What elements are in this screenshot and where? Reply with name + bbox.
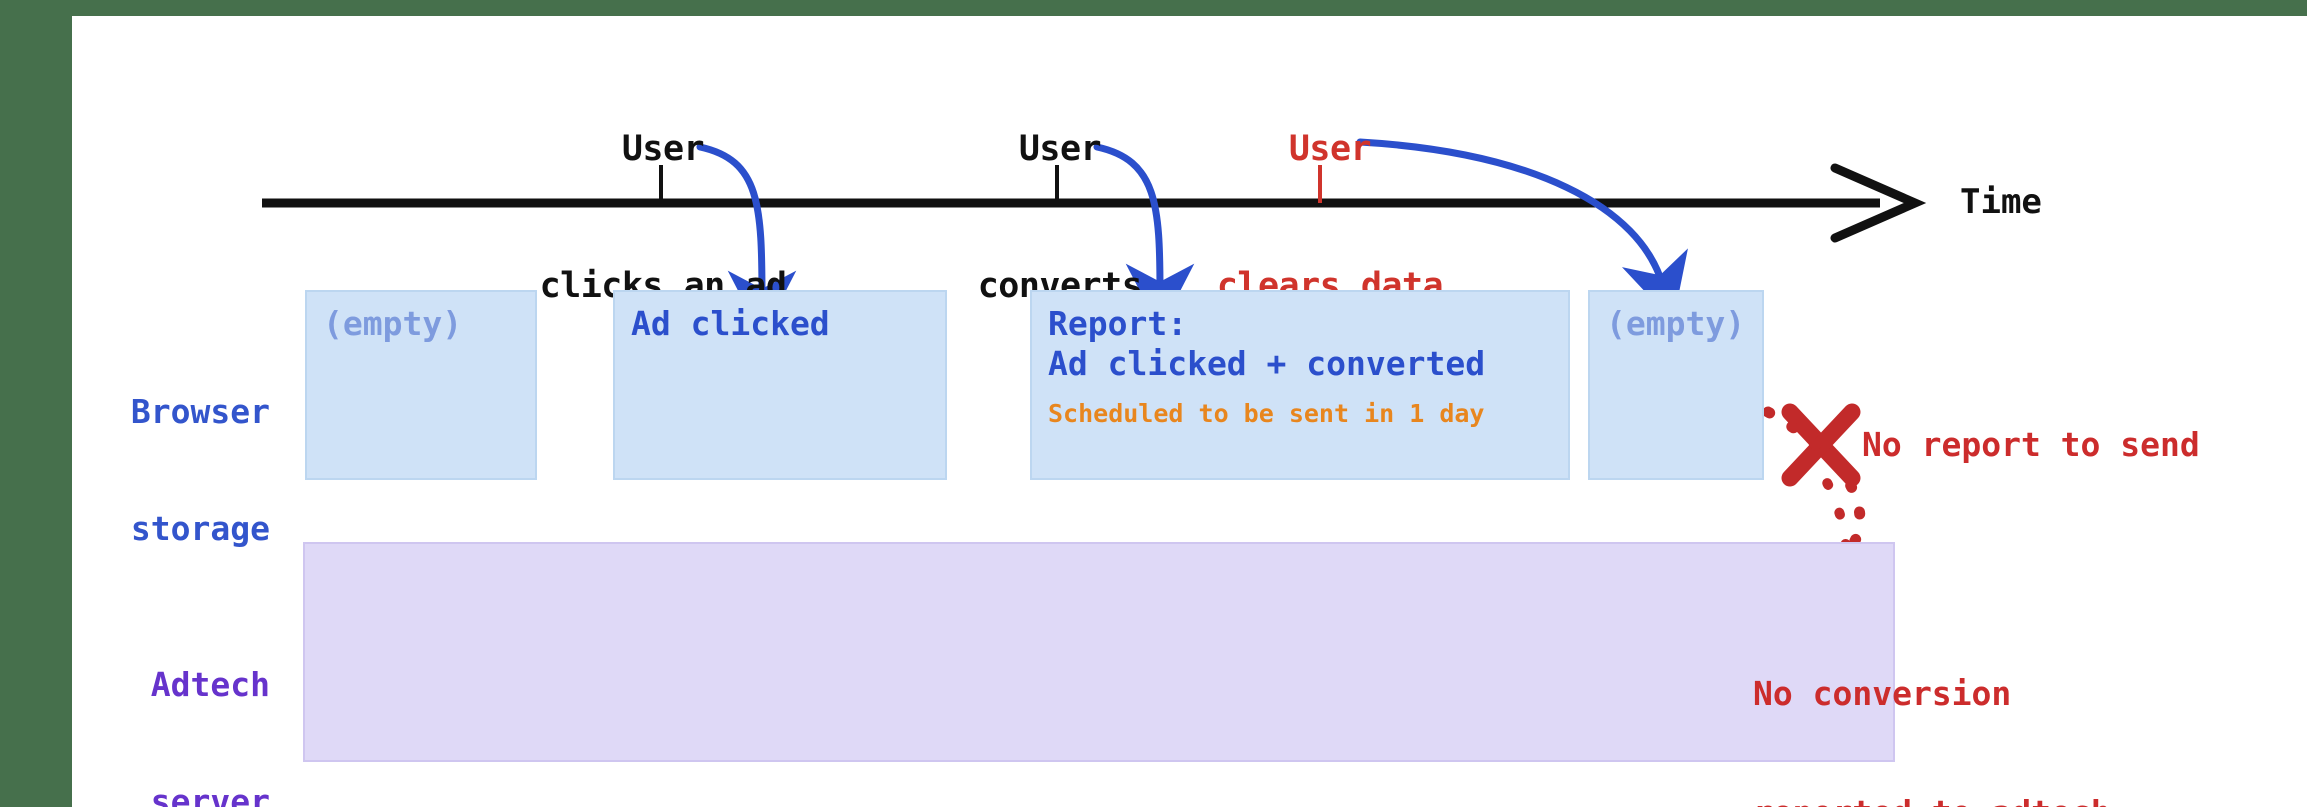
row-label-adtech-line2: server (150, 781, 270, 807)
storage-box-ad-clicked: Ad clicked (613, 290, 947, 480)
storage-box-report-schedule: Scheduled to be sent in 1 day (1048, 398, 1485, 428)
timeline-event-convert-line1: User (1018, 129, 1102, 169)
row-label-adtech-server: Adtech server (60, 588, 270, 807)
timeline-event-click-line1: User (621, 129, 705, 169)
storage-box-report-body: Ad clicked + converted (1048, 344, 1486, 384)
storage-box-cleared-empty-text: (empty) (1606, 304, 1746, 343)
page-frame-top-band (0, 0, 2307, 16)
annotation-no-conversion-reported: No conversion reported to adtech (1753, 595, 2111, 807)
row-label-browser-storage: Browser storage (60, 315, 270, 627)
storage-box-ad-clicked-text: Ad clicked (631, 304, 830, 343)
storage-box-report-title: Report: (1048, 304, 1188, 343)
page-frame-left-band (0, 0, 72, 807)
timeline-arrowhead (1830, 163, 1927, 243)
storage-box-report: Report: Ad clicked + converted Scheduled… (1030, 290, 1570, 480)
row-label-browser-line2: storage (130, 508, 270, 548)
blocked-x-icon (1781, 403, 1861, 487)
row-label-adtech-line1: Adtech (150, 664, 270, 704)
annotation-no-report-to-send: No report to send (1862, 425, 2200, 464)
storage-box-cleared-empty: (empty) (1588, 290, 1764, 480)
timeline-event-clear-line1: User (1288, 129, 1372, 169)
storage-box-initial-empty: (empty) (305, 290, 537, 480)
storage-box-initial-empty-text: (empty) (323, 304, 463, 343)
adtech-server-box (303, 542, 1895, 762)
timeline-axis-label: Time (1960, 182, 2042, 222)
row-label-browser-line1: Browser (130, 391, 270, 431)
annotation-no-conversion-line1: No conversion (1753, 674, 2012, 714)
annotation-no-conversion-line2: reported to adtech (1753, 793, 2111, 807)
